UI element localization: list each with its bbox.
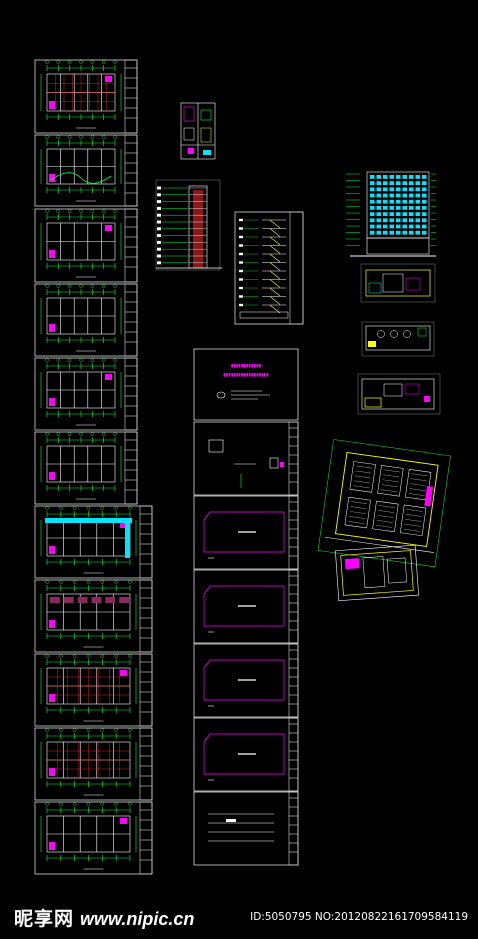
stair-detail-drawing (180, 102, 216, 160)
floor-plan-sheet (34, 801, 153, 875)
floor-plan-sheet (34, 653, 153, 727)
site-plan-drawing (317, 439, 451, 568)
floor-plan-sheet (34, 505, 153, 579)
front-elevation-drawing (346, 171, 436, 257)
design-cover-sheet: ▮▮▮▮▮▮▮▮▮▮▮▮ ▮▮▮▮▮▮▮▮▮▮▮▮▮▮▮▮▮▮ (193, 348, 299, 421)
roof-plan-sheet-column (193, 421, 299, 866)
detail-plan-2 (361, 321, 435, 357)
svg-text:▮▮▮▮▮▮▮▮▮▮▮▮: ▮▮▮▮▮▮▮▮▮▮▮▮ (231, 364, 262, 369)
nipic-logo: 昵享网 www.nipic.cn (14, 904, 194, 931)
floor-plan-sheet (34, 727, 153, 801)
building-section-drawing (155, 179, 222, 271)
roof-plan-sheet (193, 421, 299, 496)
roof-plan-sheet (193, 495, 299, 570)
floor-plan-sheet (34, 59, 138, 134)
image-id-text: ID:5050795 NO:20120822161709584119 (250, 911, 468, 923)
detail-plan-3 (357, 373, 441, 415)
roof-plan-sheet (193, 717, 299, 792)
floor-plan-sheet (34, 431, 138, 505)
floor-plan-sheet (34, 579, 153, 653)
roof-plan-sheet (193, 569, 299, 644)
stair-section-sheet (234, 211, 304, 325)
site-url: www.nipic.cn (80, 908, 195, 929)
floor-plan-sheet (34, 134, 138, 207)
roof-plan-sheet (193, 643, 299, 718)
floor-plan-sheet (34, 357, 138, 431)
floor-plan-sheet-column (34, 59, 153, 875)
ground-floor-plan-drawing (335, 544, 419, 601)
floor-plan-sheet (34, 208, 138, 283)
nipic-watermark-bar: 昵享网 www.nipic.cn ID:5050795 NO:201208221… (0, 895, 478, 939)
brand-name: 昵享网 (14, 908, 75, 930)
svg-text:▮▮▮▮▮▮▮▮▮▮▮▮▮▮▮▮▮▮: ▮▮▮▮▮▮▮▮▮▮▮▮▮▮▮▮▮▮ (223, 373, 269, 378)
roof-plan-sheet (193, 791, 299, 866)
detail-plan-1 (360, 263, 436, 303)
floor-plan-sheet (34, 283, 138, 357)
